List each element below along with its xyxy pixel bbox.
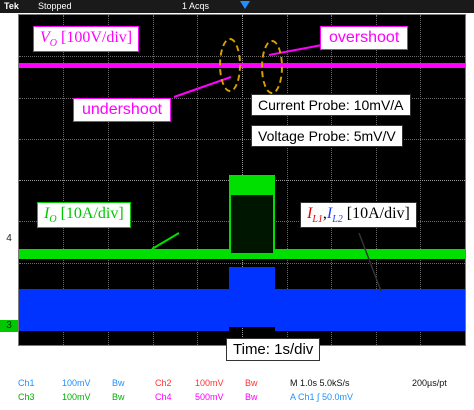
trigger-readout[interactable]: A Ch1 ∫ 50.0mV <box>290 392 353 402</box>
il-separator: , <box>322 205 327 222</box>
overshoot-label: overshoot <box>320 26 409 50</box>
time-scale-label: Time: 1s/div <box>226 338 321 361</box>
ch4-ground-marker[interactable]: 4 <box>0 233 18 245</box>
vo-scale-label: VO [100V/div] <box>33 26 140 53</box>
il2-subscript: L2 <box>332 214 343 226</box>
il2-symbol: I <box>326 205 333 222</box>
voltage-probe-label: Voltage Probe: 5mV/V <box>251 125 403 147</box>
ch1-bw-icon: Bw <box>112 378 125 388</box>
current-probe-label: Current Probe: 10mV/A <box>251 94 411 116</box>
ch1-scale: 100mV <box>62 378 91 388</box>
undershoot-ellipse-icon <box>219 38 241 92</box>
timebase-readout[interactable]: M 1.0s 5.0kS/s <box>290 378 350 388</box>
io-pointer-arrow <box>151 232 180 250</box>
il-scale-value: [10A/div] <box>346 205 410 222</box>
io-trace-low-right <box>275 249 465 259</box>
vo-scale-value: [100V/div] <box>61 29 133 46</box>
trigger-position-icon[interactable] <box>240 1 250 9</box>
il-trace-right <box>275 289 465 331</box>
grid-line <box>19 56 465 57</box>
waveform-display[interactable] <box>18 14 466 346</box>
overshoot-ellipse-icon <box>261 40 283 94</box>
io-symbol: I <box>44 205 50 222</box>
vo-subscript: O <box>49 38 58 50</box>
status-bar: Tek Stopped 1 Acqs <box>0 0 474 13</box>
ch3-scale: 100mV <box>62 392 91 402</box>
io-scale-value: [10A/div] <box>60 205 124 222</box>
ch4-bw-icon: Bw <box>245 392 258 402</box>
ch1-label[interactable]: Ch1 <box>18 378 35 388</box>
channel-readout-panel: Ch1 100mV Bw Ch2 100mV Bw M 1.0s 5.0kS/s… <box>0 370 474 410</box>
ch3-ground-marker[interactable]: 3 <box>0 320 18 332</box>
vo-trace <box>19 63 465 68</box>
ch2-scale: 100mV <box>195 378 224 388</box>
ch3-label[interactable]: Ch3 <box>18 392 35 402</box>
grid-line <box>19 139 465 140</box>
il1-subscript: L1 <box>312 214 323 226</box>
ch3-bw-icon: Bw <box>112 392 125 402</box>
io-trace-top <box>231 177 273 195</box>
io-trace-gap <box>231 193 273 253</box>
io-scale-label: IO [10A/div] <box>37 202 131 229</box>
undershoot-label: undershoot <box>73 98 172 122</box>
ch4-label[interactable]: Ch4 <box>155 392 172 402</box>
waveform-traces <box>19 44 465 331</box>
ch4-scale: 500mV <box>195 392 224 402</box>
brand-label: Tek <box>4 1 19 11</box>
ch2-label[interactable]: Ch2 <box>155 378 172 388</box>
il-pointer-arrow <box>358 232 382 292</box>
io-trace-low-left <box>19 249 229 259</box>
ch2-bw-icon: Bw <box>245 378 258 388</box>
ch3-marker-label: 3 <box>6 320 12 331</box>
points-readout: 200µs/pt <box>412 378 447 388</box>
il1-symbol: I <box>307 205 313 222</box>
grid-line <box>19 263 465 264</box>
ch4-marker-label: 4 <box>6 233 12 244</box>
vo-symbol: V <box>40 29 50 46</box>
il-scale-label: IL1,IL2 [10A/div] <box>300 202 417 229</box>
il-trace-high <box>229 267 275 327</box>
acquisition-count: 1 Acqs <box>182 1 210 11</box>
grid-line <box>19 98 465 99</box>
acquisition-state: Stopped <box>38 1 72 11</box>
il-trace-left <box>19 289 229 331</box>
io-subscript: O <box>49 214 57 226</box>
